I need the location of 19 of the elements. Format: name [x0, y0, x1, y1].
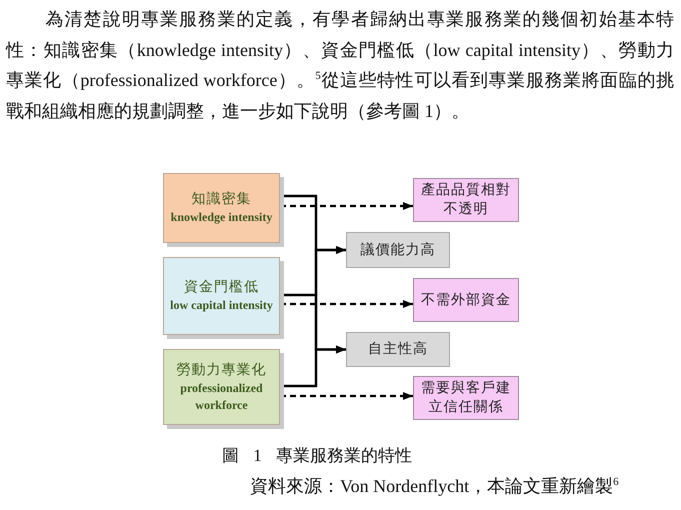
outcome-box — [413, 278, 519, 322]
box-title: 產品品質相對不透明 — [420, 182, 512, 219]
outcome-box — [413, 178, 519, 222]
outcome-box — [346, 332, 450, 367]
box-title: 議價能力高 — [360, 241, 436, 260]
box-title: 自主性高 — [368, 340, 428, 359]
outcome-box — [346, 232, 450, 268]
box-title: 資金門檻低 — [184, 278, 259, 297]
box-title: 不需外部資金 — [421, 292, 511, 310]
box-subtitle: low capital intensity — [170, 297, 273, 314]
box-subtitle: knowledge intensity — [170, 209, 272, 226]
box-title: 知識密集 — [192, 190, 252, 209]
outcome-box — [413, 376, 519, 420]
box-title: 需要與客戶建立信任關係 — [420, 379, 512, 417]
box-title: 勞動力專業化 — [176, 361, 266, 380]
box-subtitle: professionalized workforce — [179, 380, 264, 414]
paragraph: 為清楚說明專業服務業的定義，有學者歸納出專業服務業的幾個初始基本特性：知識密集（knowledge intensity）、資金門檻低（low capital intensity）、勞動力專業化（professionalized workforce）。$^{5}$從這些特性可以看到專業服務業將面臨的挑戰和組織相應的規劃調整，進一步如下說明（參考圖 1）。 — [6, 8, 674, 122]
figure-caption: 圖 1 專業服務業的特性 — [222, 445, 412, 467]
source-note: 資料來源：Von Nordenflycht，本論文重新繪製$^{6}$ — [250, 475, 619, 498]
